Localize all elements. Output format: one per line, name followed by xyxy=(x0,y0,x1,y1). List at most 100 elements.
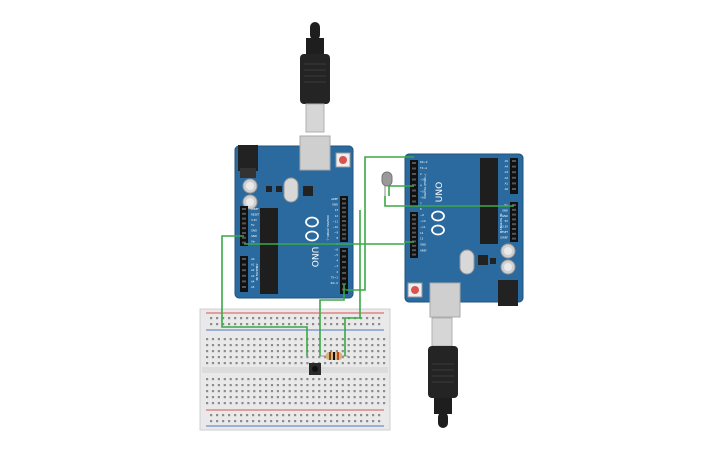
breadboard-hole[interactable] xyxy=(294,396,297,399)
breadboard-hole[interactable] xyxy=(360,317,363,320)
header-pin[interactable] xyxy=(512,188,516,190)
breadboard-hole[interactable] xyxy=(318,317,321,320)
breadboard-hole[interactable] xyxy=(270,384,274,387)
breadboard-hole[interactable] xyxy=(335,362,338,365)
breadboard-hole[interactable] xyxy=(253,378,256,381)
breadboard-hole[interactable] xyxy=(365,362,368,365)
breadboard-hole[interactable] xyxy=(264,414,267,417)
breadboard-hole[interactable] xyxy=(217,344,220,347)
breadboard-hole[interactable] xyxy=(217,402,220,405)
breadboard-hole[interactable] xyxy=(240,414,243,417)
breadboard-hole[interactable] xyxy=(217,356,220,359)
breadboard-hole[interactable] xyxy=(258,317,261,320)
breadboard-hole[interactable] xyxy=(282,323,285,326)
header-pin[interactable] xyxy=(242,286,246,288)
breadboard-hole[interactable] xyxy=(282,350,285,353)
header-pin[interactable] xyxy=(412,162,416,164)
breadboard-hole[interactable] xyxy=(324,317,327,320)
breadboard-hole[interactable] xyxy=(359,356,362,359)
breadboard-hole[interactable] xyxy=(282,338,285,341)
header-pin[interactable] xyxy=(512,218,516,221)
breadboard-hole[interactable] xyxy=(341,384,344,387)
breadboard-hole[interactable] xyxy=(324,390,327,393)
breadboard-hole[interactable] xyxy=(365,378,368,381)
header-pin[interactable] xyxy=(242,212,246,215)
breadboard-hole[interactable] xyxy=(353,344,356,347)
breadboard-hole[interactable] xyxy=(276,396,279,399)
breadboard-hole[interactable] xyxy=(383,390,386,393)
header-pin[interactable] xyxy=(342,211,346,214)
breadboard-hole[interactable] xyxy=(324,420,327,423)
header-pin[interactable] xyxy=(412,178,416,181)
breadboard-hole[interactable] xyxy=(288,414,291,417)
breadboard-hole[interactable] xyxy=(223,402,226,405)
header-pin[interactable] xyxy=(242,208,246,210)
breadboard-hole[interactable] xyxy=(217,378,220,381)
breadboard-hole[interactable] xyxy=(235,362,238,365)
breadboard-hole[interactable] xyxy=(206,402,209,405)
breadboard-hole[interactable] xyxy=(324,323,327,326)
breadboard-hole[interactable] xyxy=(216,420,219,423)
breadboard-hole[interactable] xyxy=(229,384,232,387)
breadboard-hole[interactable] xyxy=(276,414,279,417)
breadboard-hole[interactable] xyxy=(371,396,374,399)
breadboard[interactable] xyxy=(199,308,391,431)
breadboard-hole[interactable] xyxy=(276,317,279,320)
breadboard-hole[interactable] xyxy=(235,402,238,405)
breadboard-hole[interactable] xyxy=(383,344,386,347)
breadboard-hole[interactable] xyxy=(253,390,256,393)
breadboard-hole[interactable] xyxy=(252,414,255,417)
breadboard-hole[interactable] xyxy=(288,396,291,399)
header-pin[interactable] xyxy=(342,198,346,200)
breadboard-hole[interactable] xyxy=(270,338,274,341)
breadboard-hole[interactable] xyxy=(282,356,285,359)
breadboard-hole[interactable] xyxy=(348,420,351,423)
usb-cable-bottom[interactable] xyxy=(428,317,458,428)
breadboard-hole[interactable] xyxy=(259,390,262,393)
breadboard-hole[interactable] xyxy=(282,378,285,381)
breadboard-hole[interactable] xyxy=(247,384,250,387)
breadboard-hole[interactable] xyxy=(377,344,380,347)
breadboard-hole[interactable] xyxy=(259,402,262,405)
breadboard-hole[interactable] xyxy=(372,323,375,326)
breadboard-hole[interactable] xyxy=(330,414,333,417)
breadboard-hole[interactable] xyxy=(306,378,309,381)
breadboard-hole[interactable] xyxy=(211,350,215,353)
usb-cable-top[interactable] xyxy=(300,22,330,133)
breadboard-hole[interactable] xyxy=(253,402,256,405)
breadboard-hole[interactable] xyxy=(377,396,380,399)
breadboard-hole[interactable] xyxy=(288,344,291,347)
breadboard-hole[interactable] xyxy=(341,338,344,341)
breadboard-hole[interactable] xyxy=(235,356,238,359)
header-pin[interactable] xyxy=(512,160,516,162)
breadboard-hole[interactable] xyxy=(335,344,338,347)
breadboard-hole[interactable] xyxy=(300,390,303,393)
breadboard-hole[interactable] xyxy=(294,344,297,347)
breadboard-hole[interactable] xyxy=(270,402,274,405)
breadboard-hole[interactable] xyxy=(306,362,309,365)
header-pin[interactable] xyxy=(412,218,416,221)
breadboard-hole[interactable] xyxy=(294,378,297,381)
header-pin[interactable] xyxy=(412,253,416,256)
breadboard-hole[interactable] xyxy=(371,338,374,341)
breadboard-hole[interactable] xyxy=(306,317,309,320)
breadboard-hole[interactable] xyxy=(312,402,315,405)
breadboard-hole[interactable] xyxy=(282,384,285,387)
header-pin[interactable] xyxy=(342,220,346,222)
breadboard-hole[interactable] xyxy=(276,378,279,381)
breadboard-hole[interactable] xyxy=(211,378,215,381)
header-pin[interactable] xyxy=(342,202,346,205)
breadboard-hole[interactable] xyxy=(329,338,333,341)
breadboard-hole[interactable] xyxy=(259,344,262,347)
breadboard-hole[interactable] xyxy=(348,414,351,417)
breadboard-hole[interactable] xyxy=(264,323,267,326)
breadboard-hole[interactable] xyxy=(318,356,321,359)
breadboard-hole[interactable] xyxy=(300,317,303,320)
breadboard-hole[interactable] xyxy=(300,350,303,353)
breadboard-hole[interactable] xyxy=(270,420,273,423)
breadboard-hole[interactable] xyxy=(217,338,220,341)
breadboard-hole[interactable] xyxy=(318,323,321,326)
breadboard-hole[interactable] xyxy=(270,344,274,347)
breadboard-hole[interactable] xyxy=(300,414,303,417)
breadboard-hole[interactable] xyxy=(223,362,226,365)
